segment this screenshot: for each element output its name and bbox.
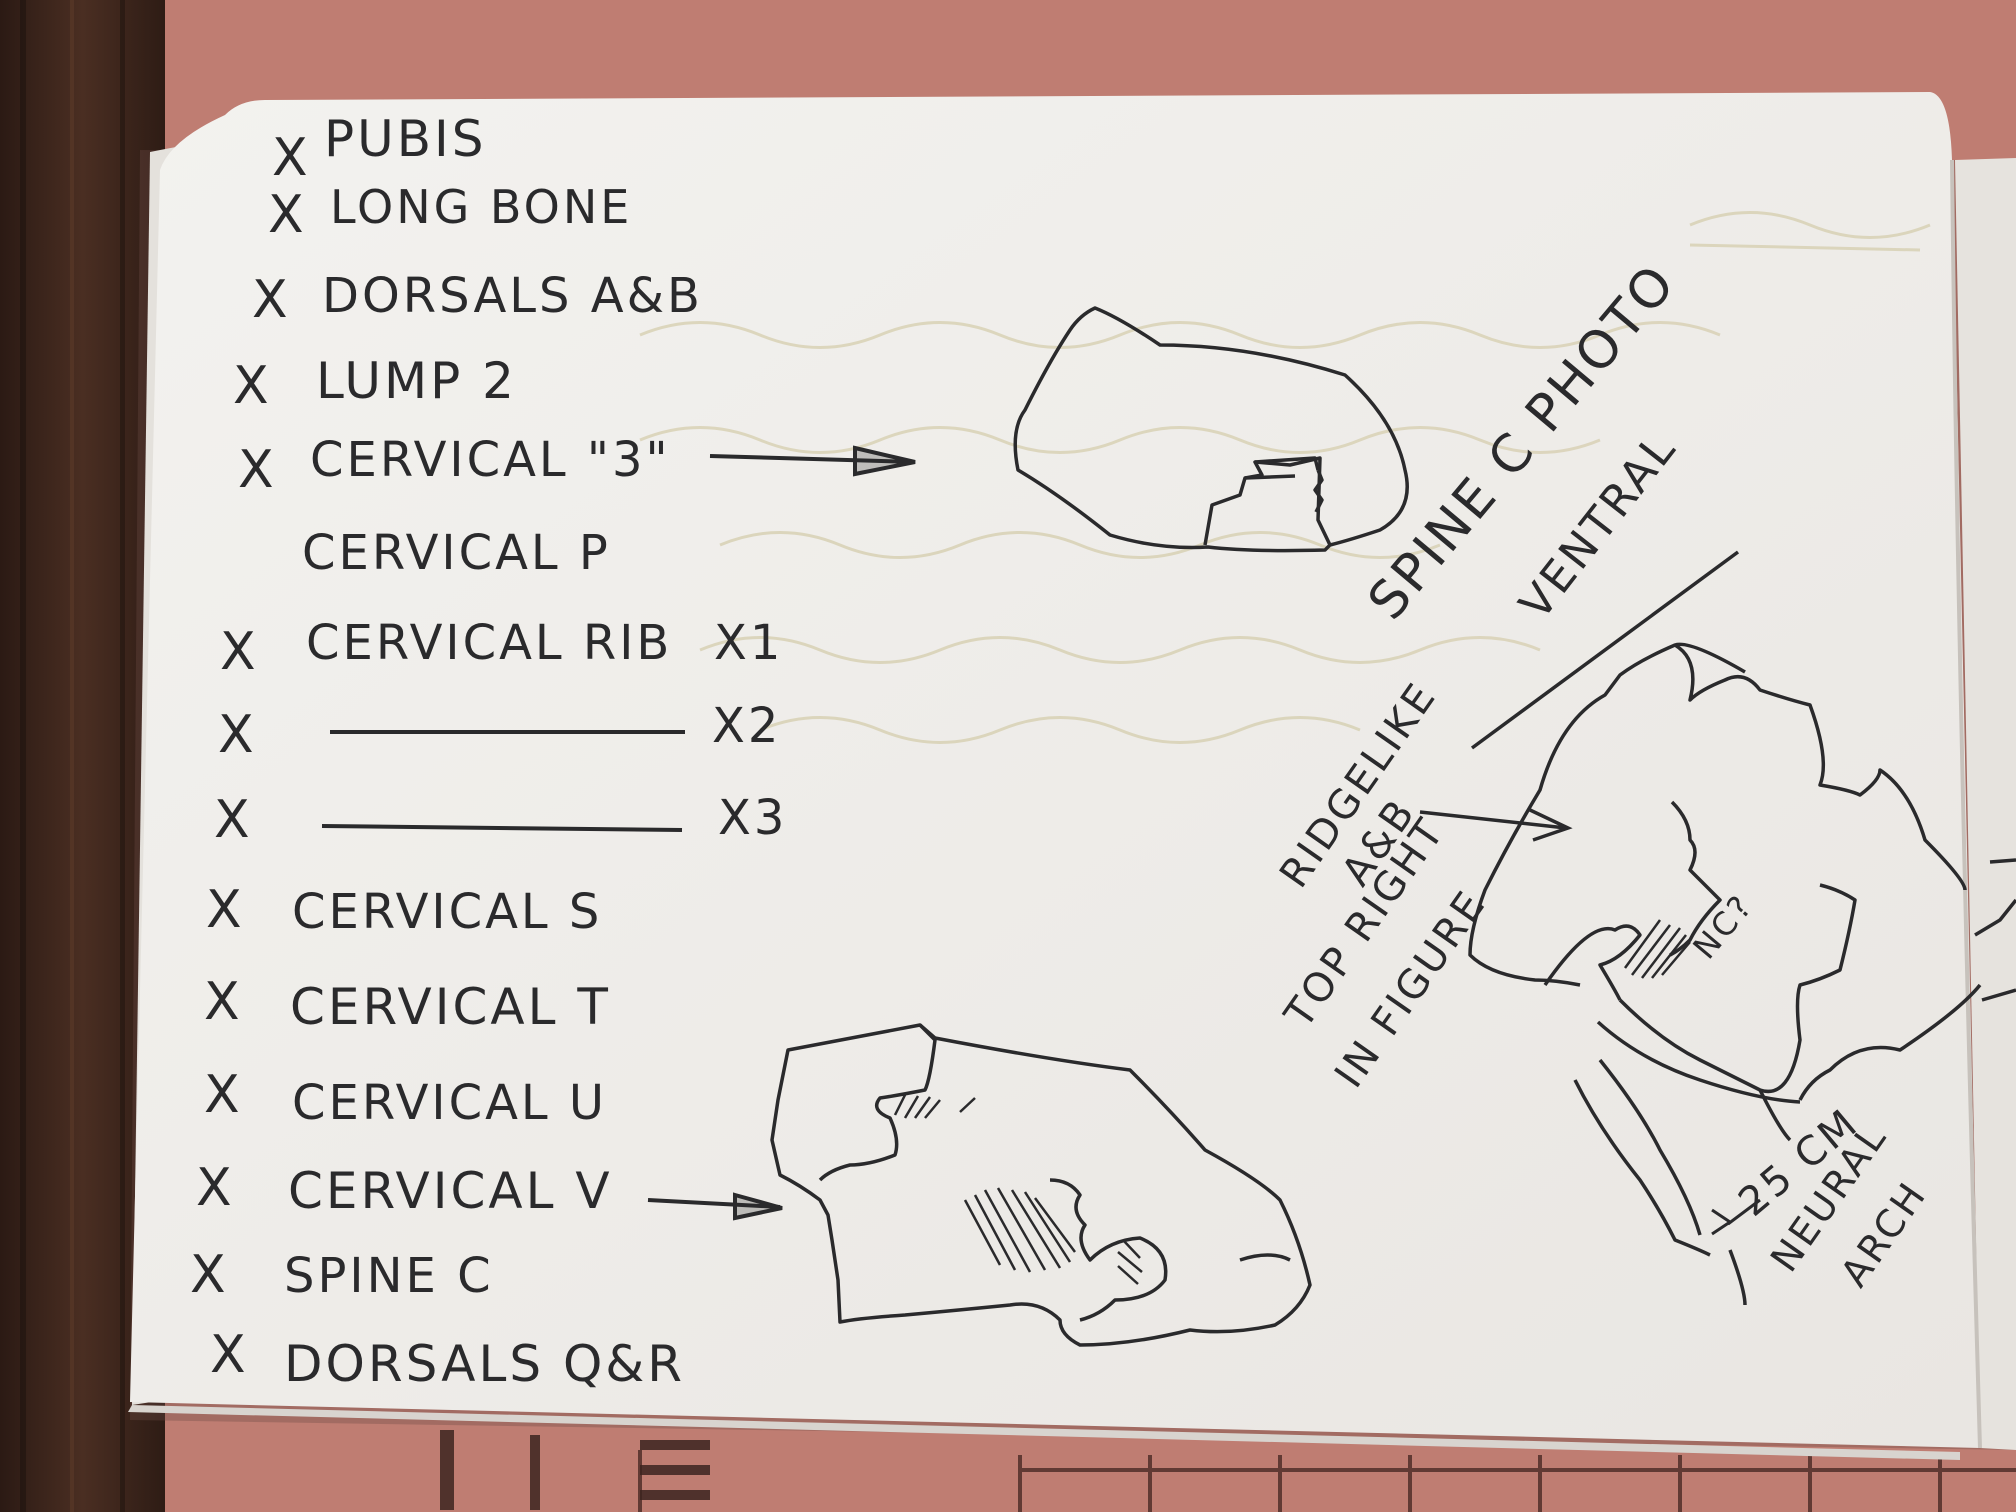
blank-line-3 xyxy=(321,824,683,832)
checklist-item-label: DORSALS Q&R xyxy=(284,1335,686,1393)
checklist-item-label: CERVICAL V xyxy=(288,1162,613,1220)
checklist-item-label: CERVICAL P xyxy=(302,525,611,581)
arrow-cervical-v xyxy=(647,1192,783,1221)
checklist-item-count: X3 xyxy=(718,790,788,846)
check-mark: X xyxy=(252,270,288,330)
check-mark: X xyxy=(204,1065,240,1125)
check-mark: X xyxy=(206,880,242,940)
checklist-item-label: CERVICAL U xyxy=(292,1075,608,1131)
check-mark: X xyxy=(190,1245,226,1305)
notebook-page xyxy=(130,92,1980,1448)
checklist-item-label: LONG BONE xyxy=(330,180,633,234)
check-mark: X xyxy=(238,440,274,500)
checklist-item-label: CERVICAL S xyxy=(292,884,603,940)
check-mark: X xyxy=(196,1158,232,1218)
check-mark: X xyxy=(210,1325,246,1385)
check-mark: X xyxy=(204,972,240,1032)
bleed-through-writing xyxy=(639,211,1931,744)
checklist-item-label: LUMP 2 xyxy=(316,352,517,410)
checklist-item-count: X1 xyxy=(714,615,784,671)
sketch-cervical-v xyxy=(770,1023,1312,1347)
checklist-item-label: PUBIS xyxy=(324,110,487,168)
checklist-item-label: CERVICAL RIB xyxy=(306,615,673,671)
check-mark: X xyxy=(268,185,304,245)
check-mark: X xyxy=(218,705,254,765)
checklist-item-label: SPINE C xyxy=(284,1248,494,1304)
checklist-item-label: DORSALS A&B xyxy=(322,268,703,324)
sketch-cervical-3 xyxy=(1013,306,1409,553)
check-mark: X xyxy=(220,622,256,682)
arrow-cervical-3 xyxy=(709,445,916,477)
checklist-item-count: X2 xyxy=(712,698,782,754)
checklist-item-label: CERVICAL "3" xyxy=(310,432,671,488)
check-mark: X xyxy=(272,128,308,188)
check-mark: X xyxy=(214,790,250,850)
checklist-item-label: CERVICAL T xyxy=(290,978,611,1036)
check-mark: X xyxy=(233,356,269,416)
